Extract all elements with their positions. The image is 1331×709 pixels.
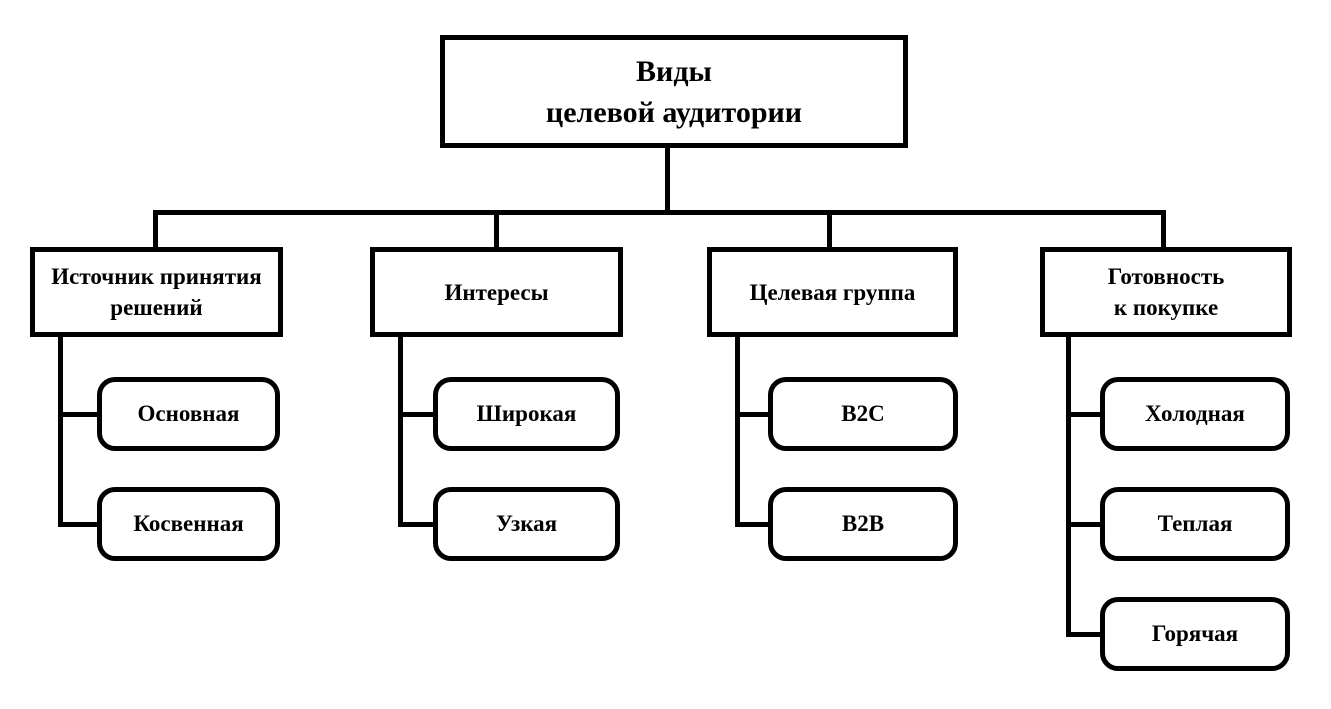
branch-node-purchase-readiness: Готовность к покупке — [1040, 247, 1292, 337]
connector-stub-branch-1 — [153, 210, 158, 248]
root-node-title: Виды целевой аудитории — [440, 35, 908, 148]
leaf-node-narrow: Узкая — [433, 487, 620, 561]
connector-drop-branch-4 — [1066, 335, 1071, 637]
connector-leaf-stub-4-3 — [1066, 632, 1103, 637]
connector-drop-branch-2 — [398, 335, 403, 527]
leaf-node-indirect: Косвенная — [97, 487, 280, 561]
connector-leaf-stub-3-2 — [735, 522, 771, 527]
connector-drop-branch-3 — [735, 335, 740, 527]
leaf-node-hot: Горячая — [1100, 597, 1290, 671]
leaf-node-cold: Холодная — [1100, 377, 1290, 451]
connector-leaf-stub-2-2 — [398, 522, 436, 527]
connector-leaf-stub-2-1 — [398, 412, 436, 417]
connector-drop-branch-1 — [58, 335, 63, 527]
branch-node-interests: Интересы — [370, 247, 623, 337]
connector-leaf-stub-1-2 — [58, 522, 100, 527]
leaf-node-b2b: B2B — [768, 487, 958, 561]
leaf-node-main: Основная — [97, 377, 280, 451]
branch-node-decision-source: Источник принятия решений — [30, 247, 283, 337]
connector-leaf-stub-1-1 — [58, 412, 100, 417]
connector-stub-branch-3 — [827, 210, 832, 248]
leaf-node-warm: Теплая — [1100, 487, 1290, 561]
connector-leaf-stub-4-1 — [1066, 412, 1103, 417]
connector-leaf-stub-3-1 — [735, 412, 771, 417]
connector-trunk — [665, 146, 670, 212]
connector-leaf-stub-4-2 — [1066, 522, 1103, 527]
connector-stub-branch-4 — [1161, 210, 1166, 248]
leaf-node-b2c: B2C — [768, 377, 958, 451]
leaf-node-wide: Широкая — [433, 377, 620, 451]
branch-node-target-group: Целевая группа — [707, 247, 958, 337]
connector-stub-branch-2 — [494, 210, 499, 248]
connector-horizontal — [153, 210, 1166, 215]
